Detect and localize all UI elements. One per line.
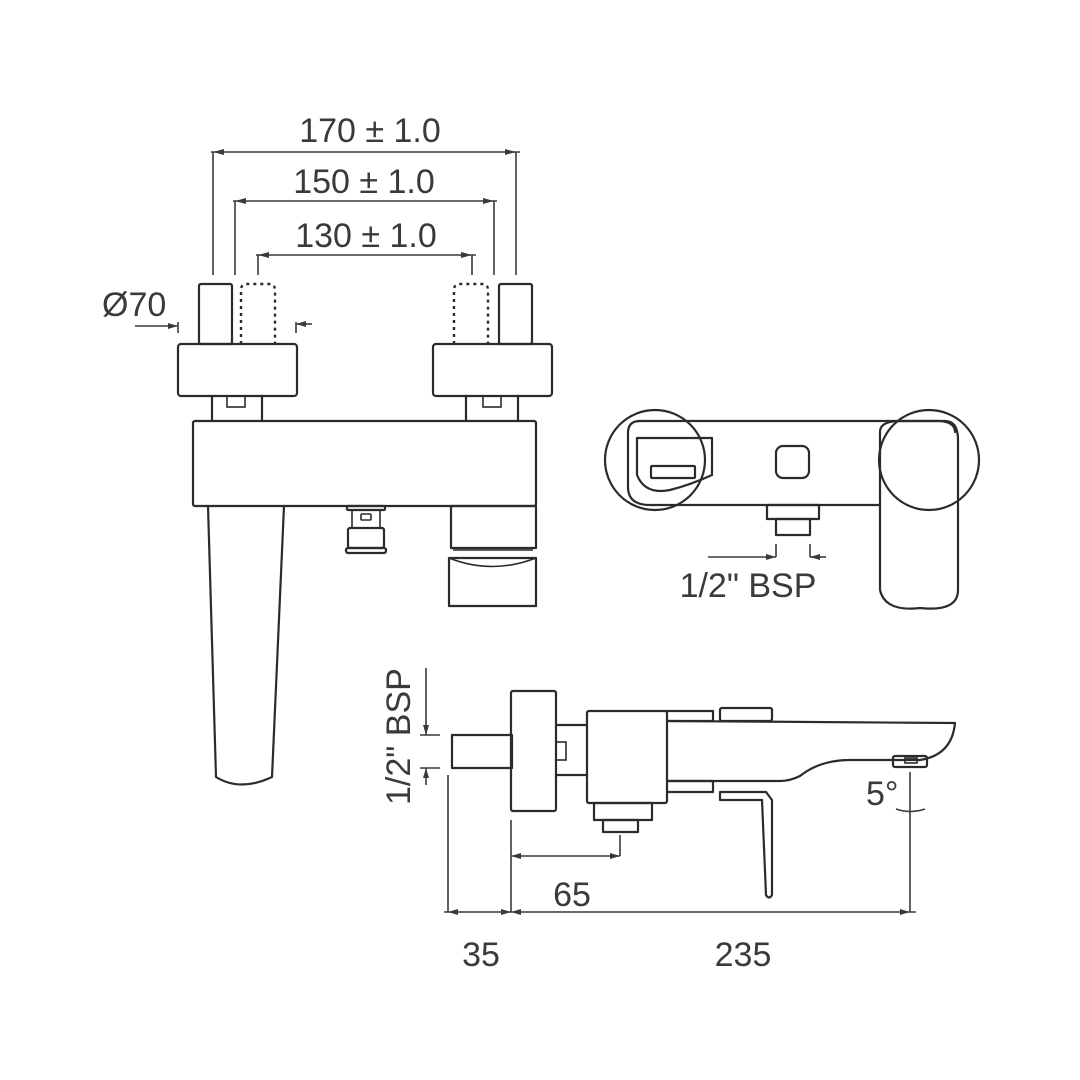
front-view: 170 ± 1.0 150 ± 1.0 130 ± 1.0 Ø70 — [102, 112, 554, 786]
dimension-flange-diameter: Ø70 — [102, 286, 312, 333]
dim-label-outlet-thread: 1/2" BSP — [680, 567, 817, 605]
dim-label-spout-angle: 5° — [866, 775, 899, 813]
right-eccentric-connector — [431, 282, 554, 422]
dim-label-outer-width: 170 ± 1.0 — [299, 112, 441, 150]
top-view: 1/2" BSP — [603, 408, 981, 610]
dim-label-wall-depth: 35 — [462, 936, 500, 974]
dim-label-spout-reach: 235 — [715, 936, 772, 974]
dim-label-flange-diameter: Ø70 — [102, 286, 166, 324]
mixer-body-front — [191, 419, 538, 508]
dimension-spout-angle: 5° — [866, 772, 926, 912]
dim-label-middle-width: 150 ± 1.0 — [293, 163, 435, 201]
dimension-outlet-offset: 65 — [510, 820, 621, 914]
dim-label-inner-width: 130 ± 1.0 — [295, 217, 437, 255]
dimension-outer-width: 170 ± 1.0 — [211, 112, 520, 275]
dim-label-outlet-offset: 65 — [553, 876, 591, 914]
dimension-inlet-thread — [420, 668, 440, 785]
dimension-middle-width: 150 ± 1.0 — [233, 163, 497, 275]
lever-handle-front — [206, 504, 286, 786]
dim-label-inlet-thread: 1/2" BSP — [380, 668, 418, 805]
dimension-baseline: 35 235 — [444, 775, 916, 974]
center-outlet-front — [344, 504, 388, 555]
side-view: 1/2" BSP 5° — [380, 668, 957, 974]
left-eccentric-connector — [176, 282, 299, 422]
spout-front — [447, 504, 538, 608]
dimension-outlet-thread: 1/2" BSP — [680, 544, 826, 605]
dimension-inner-width: 130 ± 1.0 — [256, 217, 476, 275]
